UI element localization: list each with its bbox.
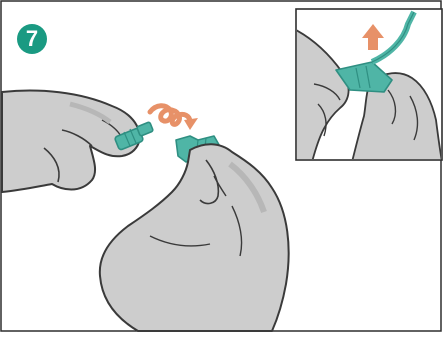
rotate-arrow-icon: [147, 103, 198, 130]
up-arrow-icon: [362, 24, 384, 50]
right-gloved-hand: [98, 143, 290, 332]
inset-connector: [335, 61, 393, 93]
step-number-badge: 7: [17, 24, 47, 54]
left-gloved-hand: [1, 89, 141, 193]
inset-panel: [295, 8, 443, 161]
left-luer-connector: [114, 121, 154, 151]
inset-right-hand: [351, 72, 441, 159]
inset-left-hand: [297, 29, 350, 159]
